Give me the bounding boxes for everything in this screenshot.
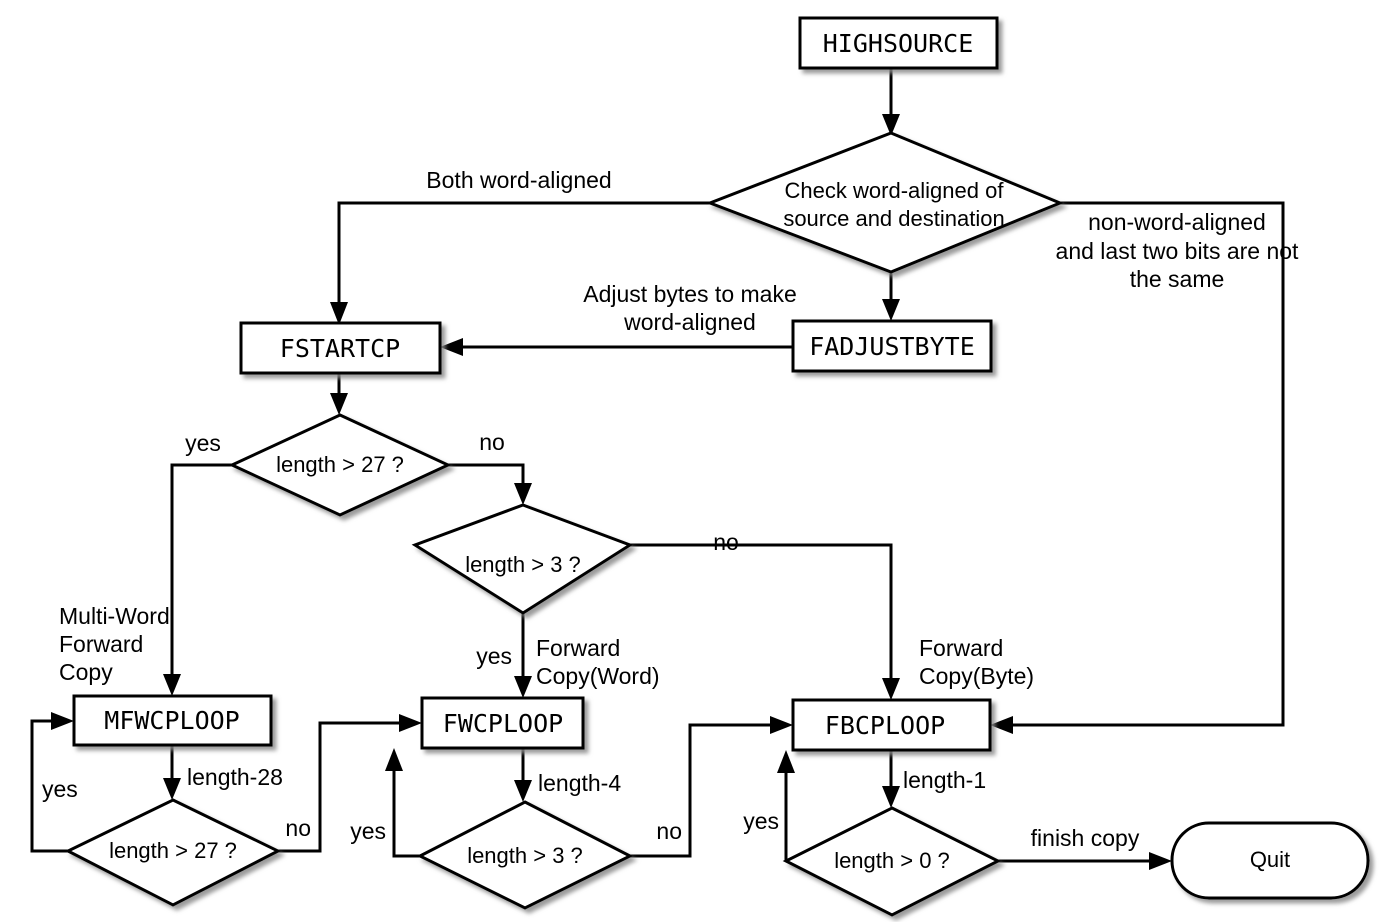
edge-fadjustbyte-to-fstartcp [440,338,793,356]
edge-label-multiword-line3: Copy [59,659,113,685]
edge-label-length-minus-28: length-28 [187,764,283,790]
node-fstartcp[interactable]: FSTARTCP [239,321,442,375]
edge-label-non-word-aligned-line3: the same [1130,266,1225,292]
node-quit-label: Quit [1250,847,1290,872]
edge-check-to-fadjustbyte [882,272,900,321]
edge-label-no-d3-bottom: no [656,818,682,844]
edge-d27bot-yes-loop [30,712,74,853]
edge-label-multiword-line1: Multi-Word [59,603,170,629]
node-decision-length-gt-27-bottom-label: length > 27 ? [109,838,237,863]
edge-fwcploop-to-d3bot [514,748,532,802]
edge-d27bot-no-to-fwcploop [278,714,422,853]
edge-d3-yes-to-fwcploop [514,613,532,698]
edge-label-adjust-bytes-line2: word-aligned [623,309,756,335]
node-highsource[interactable]: HIGHSOURCE [798,16,999,70]
node-mfwcploop-label: MFWCPLOOP [104,706,239,735]
node-fwcploop-label: FWCPLOOP [443,709,563,738]
node-decision-length-gt-27-top[interactable]: length > 27 ? [228,413,452,517]
edge-label-multiword-line2: Forward [59,631,143,657]
edge-d27-no-to-d3 [448,463,532,505]
node-decision-length-gt-3-top-label: length > 3 ? [465,552,581,577]
edge-label-finish-copy: finish copy [1031,825,1140,851]
edge-d0bot-yes-loop [777,750,795,861]
node-highsource-label: HIGHSOURCE [823,29,974,58]
edge-label-yes-d27-top: yes [185,430,221,456]
edge-highsource-to-check [882,68,900,136]
node-decision-length-gt-27-bottom[interactable]: length > 27 ? [64,798,282,907]
node-check-word-aligned[interactable]: Check word-aligned of source and destina… [705,131,1064,274]
node-decision-length-gt-0-bottom-label: length > 0 ? [834,848,950,873]
node-fbcploop[interactable]: FBCPLOOP [791,698,992,752]
edge-label-no-d27-top: no [479,429,505,455]
edge-label-yes-d27-bottom: yes [42,776,78,802]
edge-mfwcploop-to-d27bot [163,745,181,800]
node-fwcploop[interactable]: FWCPLOOP [420,696,585,750]
edge-label-length-minus-1: length-1 [903,767,986,793]
node-check-word-aligned-label-line1: Check word-aligned of [785,178,1005,203]
node-fbcploop-label: FBCPLOOP [825,711,945,740]
edge-label-length-minus-4: length-4 [538,770,621,796]
node-mfwcploop[interactable]: MFWCPLOOP [72,694,273,747]
edge-label-no-d27-bottom: no [285,815,311,841]
edge-check-to-fbcploop [990,201,1285,734]
edge-d0bot-to-quit [998,852,1172,870]
node-decision-length-gt-3-bottom[interactable]: length > 3 ? [416,800,634,910]
node-decision-length-gt-27-top-label: length > 27 ? [276,452,404,477]
edge-label-forward-copy-byte-line1: Forward [919,635,1003,661]
edge-label-non-word-aligned-line2: and last two bits are not [1056,238,1300,264]
node-quit[interactable]: Quit [1170,821,1370,900]
edge-fbcploop-to-d0bot [882,750,900,808]
edge-label-both-word-aligned: Both word-aligned [426,167,611,193]
edge-label-adjust-bytes-line1: Adjust bytes to make [583,281,797,307]
node-fadjustbyte-label: FADJUSTBYTE [809,332,975,361]
edge-d27-yes-to-mfwcploop [163,463,232,696]
edge-label-forward-copy-byte-line2: Copy(Byte) [919,663,1034,689]
edge-fstartcp-to-d27 [330,372,348,415]
node-decision-length-gt-0-bottom[interactable]: length > 0 ? [782,806,1002,917]
edge-d3bot-yes-loop [385,748,420,858]
edge-d3-no-to-fbcploop [630,543,900,700]
node-decision-length-gt-3-top[interactable]: length > 3 ? [411,503,634,615]
edge-label-non-word-aligned-line1: non-word-aligned [1088,209,1266,235]
edge-label-yes-d3-bottom: yes [350,818,386,844]
node-check-word-aligned-label-line2: source and destination [783,206,1004,231]
edge-label-yes-d3-top: yes [476,643,512,669]
node-fstartcp-label: FSTARTCP [280,334,400,363]
node-fadjustbyte[interactable]: FADJUSTBYTE [791,319,993,373]
edge-check-to-fstartcp [330,201,710,325]
edge-label-forward-copy-word-line2: Copy(Word) [536,663,660,689]
edge-d3bot-no-to-fbcploop [630,716,793,858]
edge-label-yes-d0-bottom: yes [743,808,779,834]
node-decision-length-gt-3-bottom-label: length > 3 ? [467,843,583,868]
edge-label-no-d3-top: no [713,529,739,555]
edge-label-forward-copy-word-line1: Forward [536,635,620,661]
